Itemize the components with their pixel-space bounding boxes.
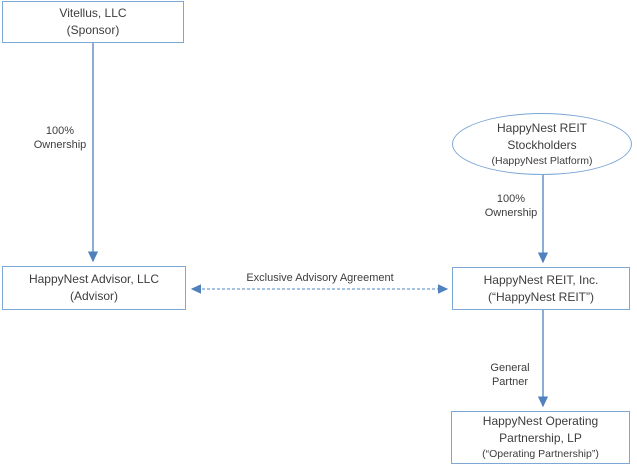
op-name-line1: HappyNest Operating bbox=[482, 414, 599, 428]
node-sponsor-box: Vitellus, LLC (Sponsor) bbox=[2, 1, 184, 43]
ownership-right-line1: 100% bbox=[496, 193, 526, 205]
stockholders-name-line1: HappyNest REIT bbox=[496, 120, 588, 135]
node-stockholders-ellipse: HappyNest REIT Stockholders (HappyNest P… bbox=[452, 113, 632, 175]
edge-label-advisory-agreement: Exclusive Advisory Agreement bbox=[246, 272, 394, 284]
edge-label-ownership-right: 100% Ownership bbox=[471, 192, 551, 220]
sponsor-name: Vitellus, LLC bbox=[59, 6, 127, 20]
node-reit-box: HappyNest REIT, Inc. (“HappyNest REIT”) bbox=[452, 267, 630, 310]
advisor-name: HappyNest Advisor, LLC bbox=[28, 272, 160, 286]
ownership-left-line2: Ownership bbox=[33, 139, 87, 151]
reit-alias: (“HappyNest REIT”) bbox=[487, 289, 594, 304]
advisor-role: (Advisor) bbox=[69, 289, 118, 303]
edge-label-general-partner: General Partner bbox=[470, 361, 550, 389]
stockholders-name-line2: Stockholders bbox=[507, 137, 577, 152]
node-advisor-box: HappyNest Advisor, LLC (Advisor) bbox=[2, 266, 186, 310]
reit-name: HappyNest REIT, Inc. bbox=[483, 272, 599, 287]
ownership-left-line1: 100% bbox=[45, 125, 75, 137]
stockholders-subtitle: (HappyNest Platform) bbox=[491, 154, 593, 167]
ownership-right-line2: Ownership bbox=[484, 207, 538, 219]
general-partner-line1: General bbox=[490, 362, 530, 374]
node-operating-partnership-box: HappyNest Operating Partnership, LP (“Op… bbox=[451, 411, 630, 464]
sponsor-role: (Sponsor) bbox=[66, 23, 120, 37]
op-alias: (“Operating Partnership”) bbox=[482, 448, 599, 460]
op-name-line2: Partnership, LP bbox=[499, 431, 582, 445]
edge-label-ownership-left: 100% Ownership bbox=[20, 124, 100, 152]
general-partner-line2: Partner bbox=[491, 376, 529, 388]
